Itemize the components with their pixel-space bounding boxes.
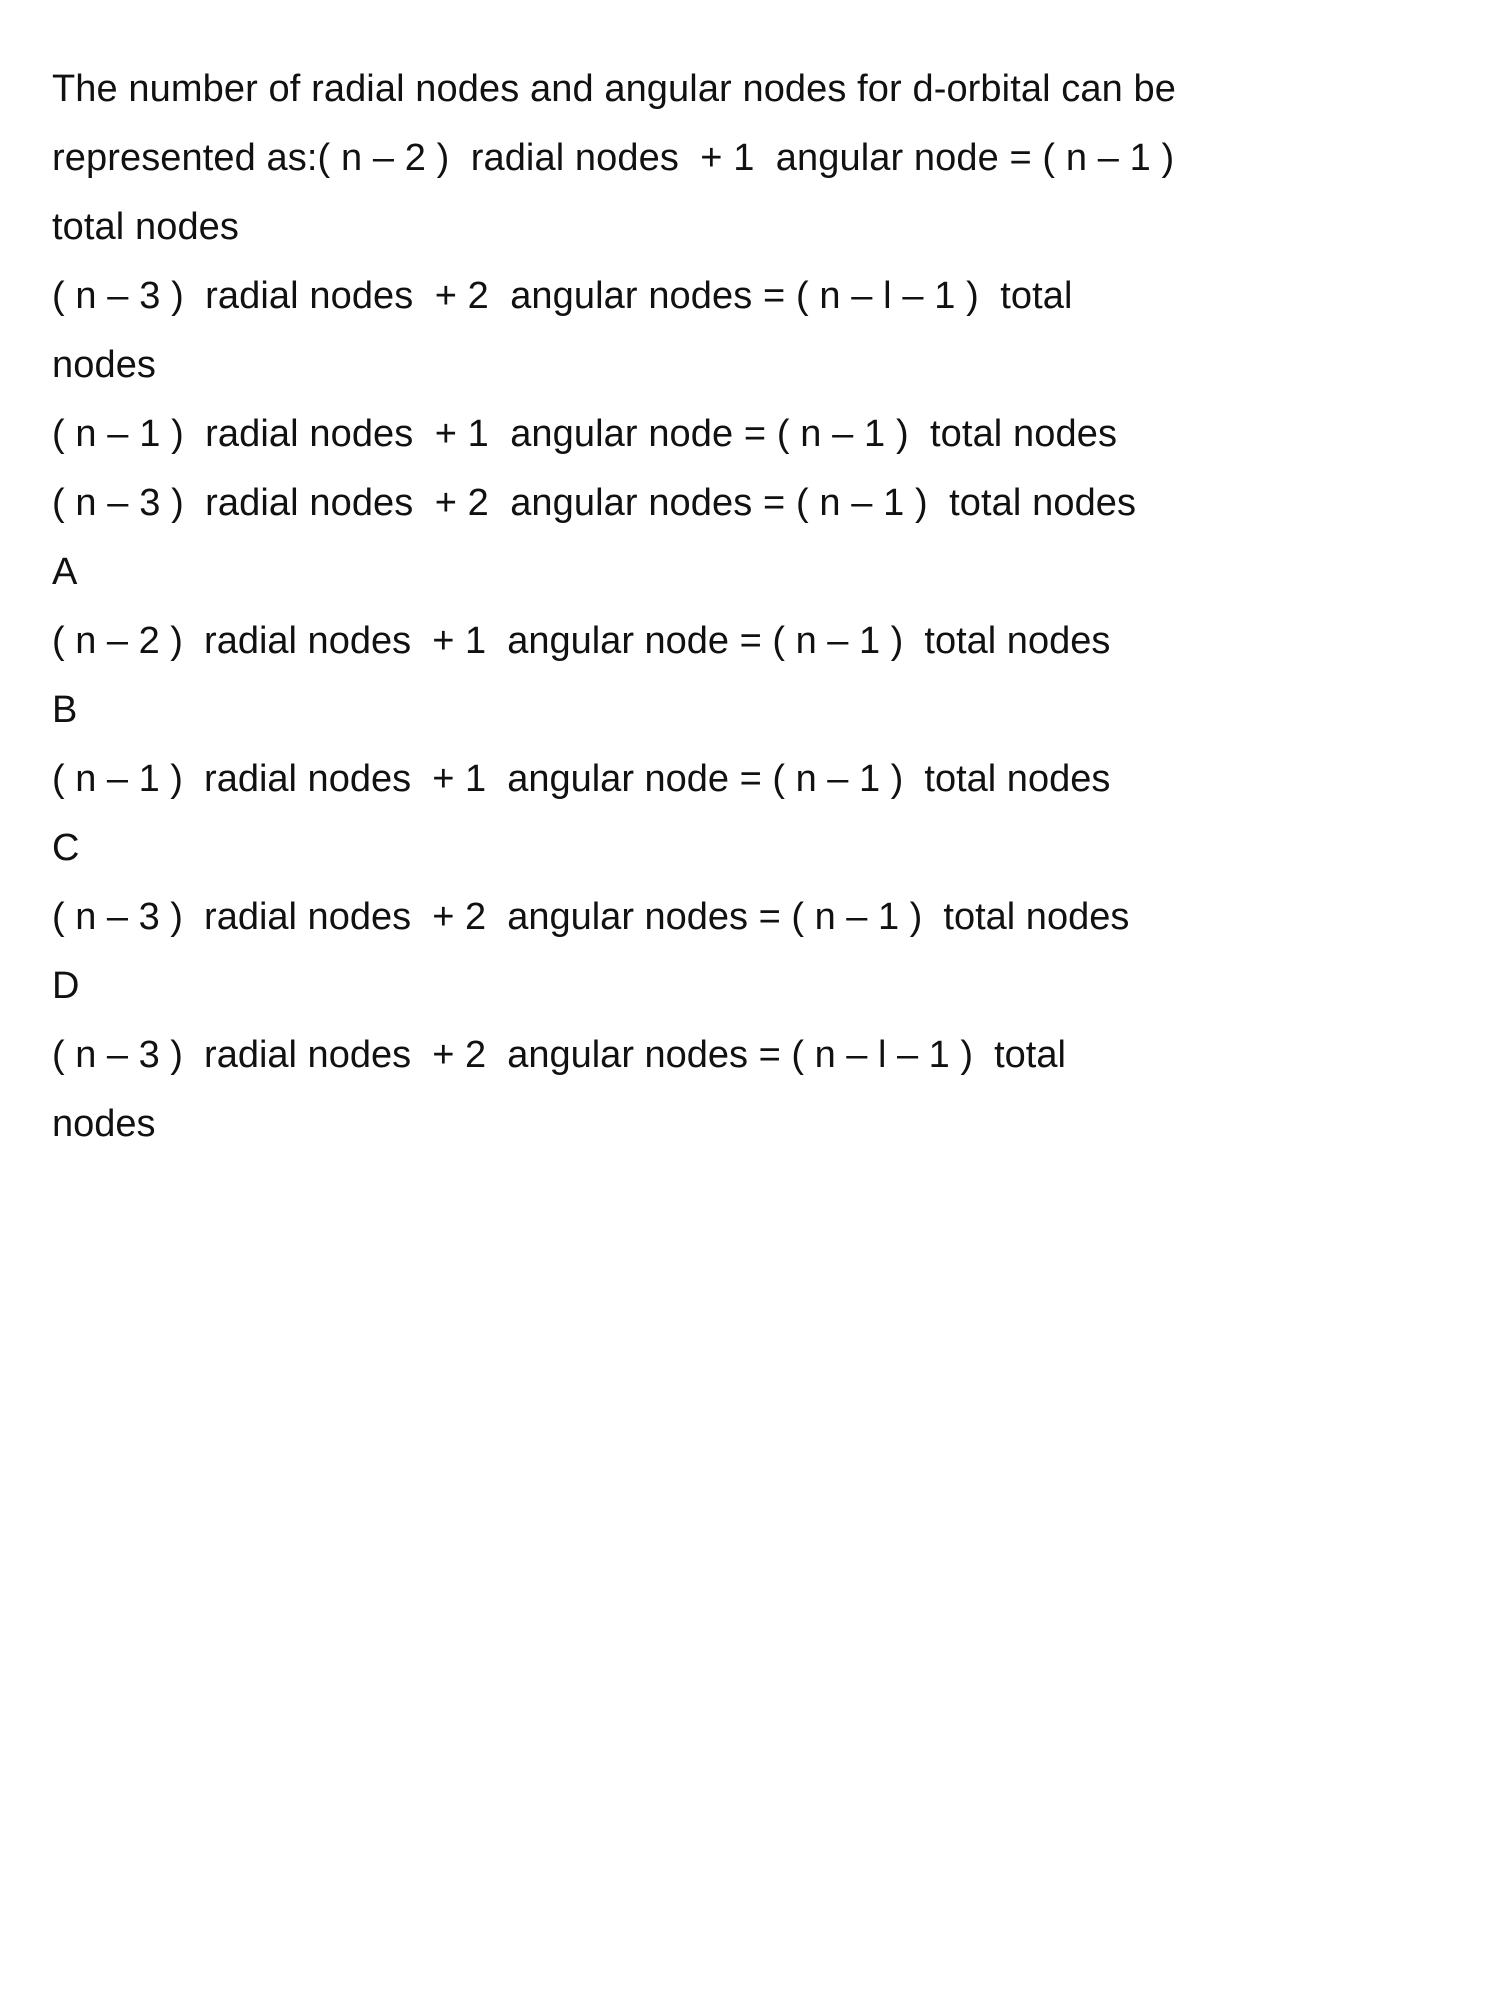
- choice-a[interactable]: A ( n – 2 ) radial nodes + 1 angular nod…: [0, 538, 1500, 676]
- choice-a-label: A: [52, 551, 78, 593]
- choice-c-label: C: [52, 827, 80, 869]
- choice-c[interactable]: C ( n – 3 ) radial nodes + 2 angular nod…: [0, 814, 1500, 952]
- choice-b-label: B: [52, 689, 78, 731]
- choice-d[interactable]: D ( n – 3 ) radial nodes + 2 angular nod…: [0, 952, 1500, 1159]
- question-stem: The number of radial nodes and angular n…: [52, 68, 1176, 524]
- choice-c-text: ( n – 3 ) radial nodes + 2 angular nodes…: [52, 896, 1130, 938]
- choice-b[interactable]: B ( n – 1 ) radial nodes + 1 angular nod…: [0, 676, 1500, 814]
- choice-b-text: ( n – 1 ) radial nodes + 1 angular node …: [52, 758, 1111, 800]
- choice-d-text: ( n – 3 ) radial nodes + 2 angular nodes…: [52, 1034, 1077, 1145]
- choice-a-text: ( n – 2 ) radial nodes + 1 angular node …: [52, 620, 1111, 662]
- choice-d-label: D: [52, 965, 80, 1007]
